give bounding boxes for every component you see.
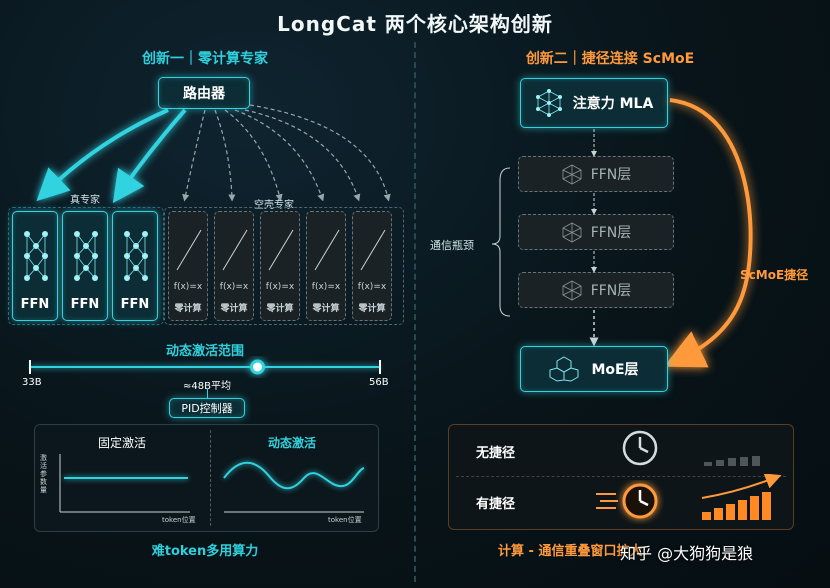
pid-label: PID控制器 <box>181 402 233 415</box>
identity-line-icon <box>176 229 202 271</box>
x-axis-label-dynamic: token位置 <box>328 516 362 524</box>
expert-ffn-2[interactable]: FFN <box>62 211 108 321</box>
dynamic-activation-curve <box>223 461 365 490</box>
growth-bars-icon <box>701 474 782 520</box>
range-slider[interactable] <box>20 356 390 378</box>
identity-function: f(x)=x <box>265 282 295 292</box>
moe-layer-box[interactable]: MoE层 <box>520 346 668 392</box>
router-label: 路由器 <box>183 86 225 102</box>
moe-label: MoE层 <box>591 362 639 378</box>
ffn-layer-label: FFN层 <box>590 167 632 183</box>
ffn-layer-label: FFN层 <box>590 283 632 299</box>
empty-expert-5[interactable]: f(x)=x 零计算 <box>352 211 392 321</box>
identity-line-icon <box>268 229 294 271</box>
range-min: 33B <box>22 377 42 388</box>
activation-plots <box>59 454 365 513</box>
zero-compute-label: 零计算 <box>220 304 248 314</box>
right-section-title: 创新二｜捷径连接 ScMoE <box>525 51 695 67</box>
expert-label: FFN <box>70 297 100 312</box>
fast-clock-icon <box>596 483 658 519</box>
overlap-comparison-panel <box>448 424 794 530</box>
panel-divider <box>210 430 211 526</box>
real-experts-label: 真专家 <box>70 195 100 206</box>
router-box[interactable]: 路由器 <box>158 77 250 109</box>
watermark: 知乎 @大狗狗是狼 <box>620 544 754 563</box>
router-arrows <box>36 104 391 204</box>
comm-bottleneck-label: 通信瓶颈 <box>430 239 474 252</box>
real-experts-group <box>8 207 164 325</box>
pid-connector <box>207 388 208 398</box>
expert-ffn-1[interactable]: FFN <box>12 211 58 321</box>
page-title: LongCat 两个核心架构创新 <box>277 12 553 36</box>
expert-label: FFN <box>20 297 50 312</box>
ffn-layer-3[interactable]: FFN层 <box>518 272 674 308</box>
right-connectors <box>491 98 753 368</box>
clock-icon <box>622 430 658 466</box>
empty-expert-1[interactable]: f(x)=x 零计算 <box>168 211 208 321</box>
identity-line-icon <box>314 229 340 271</box>
zero-compute-label: 零计算 <box>312 304 340 314</box>
network-icon <box>24 231 48 281</box>
identity-function: f(x)=x <box>311 282 341 292</box>
comm-bottleneck-brace <box>491 167 511 317</box>
empty-expert-2[interactable]: f(x)=x 零计算 <box>214 211 254 321</box>
network-icon <box>535 89 562 117</box>
range-avg: ≈48B平均 <box>183 381 231 392</box>
expert-label: FFN <box>120 297 150 312</box>
with-shortcut-label: 有捷径 <box>476 497 516 512</box>
attention-label: 注意力 MLA <box>572 96 654 112</box>
ffn-layer-label: FFN层 <box>590 225 632 241</box>
center-divider <box>414 42 416 582</box>
identity-function: f(x)=x <box>173 282 203 292</box>
empty-experts-label: 空壳专家 <box>254 200 294 211</box>
identity-function: f(x)=x <box>357 282 387 292</box>
network-icon <box>562 164 582 185</box>
empty-expert-4[interactable]: f(x)=x 零计算 <box>306 211 346 321</box>
pid-controller-box[interactable]: PID控制器 <box>169 398 245 418</box>
zero-compute-label: 零计算 <box>174 304 202 314</box>
expert-ffn-3[interactable]: FFN <box>112 211 158 321</box>
zero-compute-label: 零计算 <box>266 304 294 314</box>
attention-mla-box[interactable]: 注意力 MLA <box>520 78 668 128</box>
range-knob[interactable] <box>250 359 265 375</box>
network-icon <box>562 280 582 301</box>
y-axis-label: 激活参数量 <box>40 454 47 494</box>
right-bottom-caption: 计算 - 通信重叠窗口扩大 <box>498 544 643 559</box>
identity-line-icon <box>360 229 386 271</box>
empty-expert-3[interactable]: f(x)=x 零计算 <box>260 211 300 321</box>
overlap-divider <box>456 476 786 477</box>
range-max: 56B <box>369 377 389 388</box>
fixed-activation-title: 固定激活 <box>97 436 146 450</box>
left-bottom-caption: 难token多用算力 <box>151 544 259 559</box>
identity-function: f(x)=x <box>219 282 249 292</box>
scmoe-shortcut-arrow <box>663 98 753 368</box>
empty-experts-group <box>164 207 404 325</box>
network-icon <box>124 231 148 281</box>
shortcut-label: ScMoE捷径 <box>740 268 809 282</box>
range-title: 动态激活范围 <box>165 344 244 359</box>
network-icon <box>74 231 98 281</box>
identity-line-icon <box>222 229 248 271</box>
ffn-layer-1[interactable]: FFN层 <box>518 156 674 192</box>
cube-cluster-icon <box>549 356 579 382</box>
zero-compute-label: 零计算 <box>358 304 386 314</box>
no-shortcut-label: 无捷径 <box>476 446 516 461</box>
network-icon <box>562 222 582 243</box>
dynamic-activation-title: 动态激活 <box>267 436 316 450</box>
left-section-title: 创新一｜零计算专家 <box>142 51 268 67</box>
x-axis-label-fixed: token位置 <box>162 516 196 524</box>
bars-icon <box>704 456 760 466</box>
